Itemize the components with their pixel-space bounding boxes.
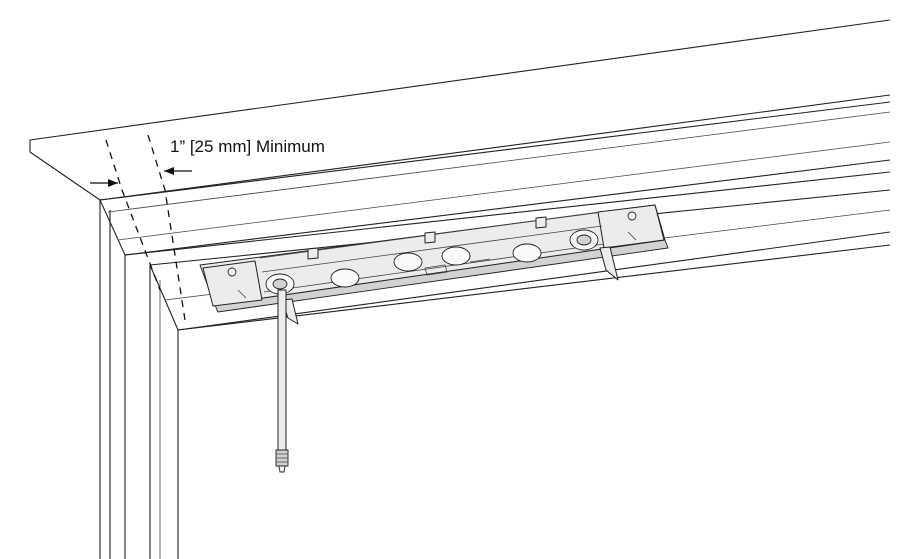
right-arrow-icon <box>164 167 192 175</box>
dimension-label: 1” [25 mm] Minimum <box>170 137 325 156</box>
left-arrow-icon <box>90 179 118 187</box>
window-head-frame <box>29 19 891 331</box>
window-left-jamb <box>99 200 179 559</box>
minimum-clearance-dimension: 1” [25 mm] Minimum <box>90 134 325 321</box>
hex-key-tool <box>275 289 289 473</box>
mounting-bracket <box>199 204 669 325</box>
